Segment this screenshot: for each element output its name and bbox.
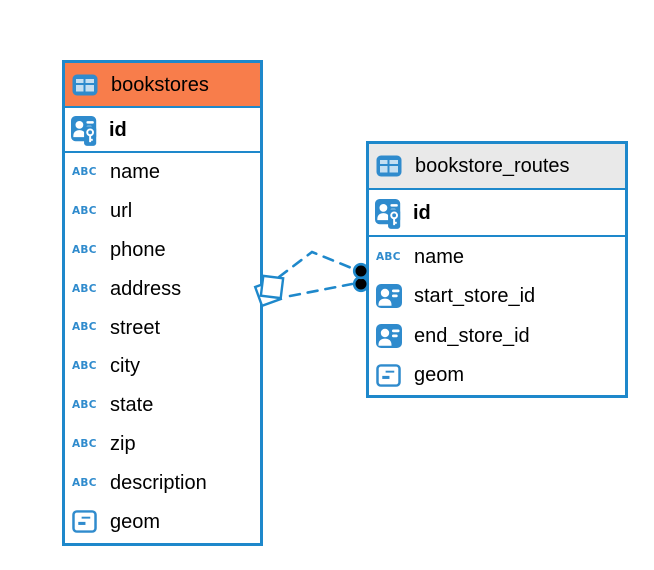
table-icon [376,154,406,178]
text-type-icon: ABC [72,398,97,411]
column-name: id [109,118,127,141]
primary-key-icon [71,114,101,146]
column-name: phone [110,238,166,261]
table-title: bookstore_routes [415,155,570,177]
column-name: start_store_id [414,285,536,308]
table-bookstores[interactable]: bookstores id ABC name ABC url ABC phone… [62,60,263,546]
table-icon [72,73,102,97]
relationship-line-lower[interactable] [288,282,354,298]
column-row-address[interactable]: ABC address [65,269,260,308]
reference-column-icon [376,323,406,349]
text-type-icon: ABC [72,437,97,450]
column-row-geom[interactable]: geom [65,502,260,541]
column-row-start-store-id[interactable]: start_store_id [369,277,625,317]
column-name: street [110,316,161,339]
text-type-icon: ABC [72,243,97,256]
column-row-geom[interactable]: geom [369,356,625,396]
object-type-icon [376,364,406,387]
column-row-description[interactable]: ABC description [65,463,260,502]
column-row-city[interactable]: ABC city [65,347,260,386]
primary-key-icon [375,197,405,229]
table-title: bookstores [111,73,209,96]
column-name: city [110,355,140,378]
text-type-icon: ABC [72,282,97,295]
column-row-end-store-id[interactable]: end_store_id [369,316,625,356]
table-header-bookstores[interactable]: bookstores [65,63,260,108]
column-row-state[interactable]: ABC state [65,386,260,425]
column-name: end_store_id [414,324,530,347]
column-row-id[interactable]: id [65,108,260,153]
column-row-street[interactable]: ABC street [65,308,260,347]
reference-column-icon [376,283,406,309]
column-row-name[interactable]: ABC name [369,237,625,277]
relationship-link[interactable] [253,250,370,308]
column-name: name [414,245,465,268]
column-name: description [110,471,207,494]
table-header-bookstore-routes[interactable]: bookstore_routes [369,144,625,190]
column-name: geom [414,364,465,387]
text-type-icon: ABC [376,250,401,263]
column-list: ABC name start_store_id end_store_id ge [369,237,625,395]
column-name: url [110,200,133,223]
column-row-name[interactable]: ABC name [65,153,260,192]
text-type-icon: ABC [72,166,97,179]
column-name: id [413,201,431,224]
column-row-id[interactable]: id [369,190,625,237]
table-bookstore-routes[interactable]: bookstore_routes id ABC name start_store… [366,141,628,398]
object-type-icon [72,510,102,533]
column-row-zip[interactable]: ABC zip [65,425,260,464]
text-type-icon: ABC [72,360,97,373]
text-type-icon: ABC [72,321,97,334]
column-name: zip [110,432,136,455]
text-type-icon: ABC [72,476,97,489]
column-row-phone[interactable]: ABC phone [65,231,260,270]
text-type-icon: ABC [72,204,97,217]
column-name: geom [110,510,161,533]
column-list: ABC name ABC url ABC phone ABC address A… [65,153,260,541]
column-row-url[interactable]: ABC url [65,192,260,231]
column-name: name [110,161,161,184]
column-name: state [110,394,154,417]
relationship-line-upper[interactable] [277,250,356,279]
column-name: address [110,277,182,300]
